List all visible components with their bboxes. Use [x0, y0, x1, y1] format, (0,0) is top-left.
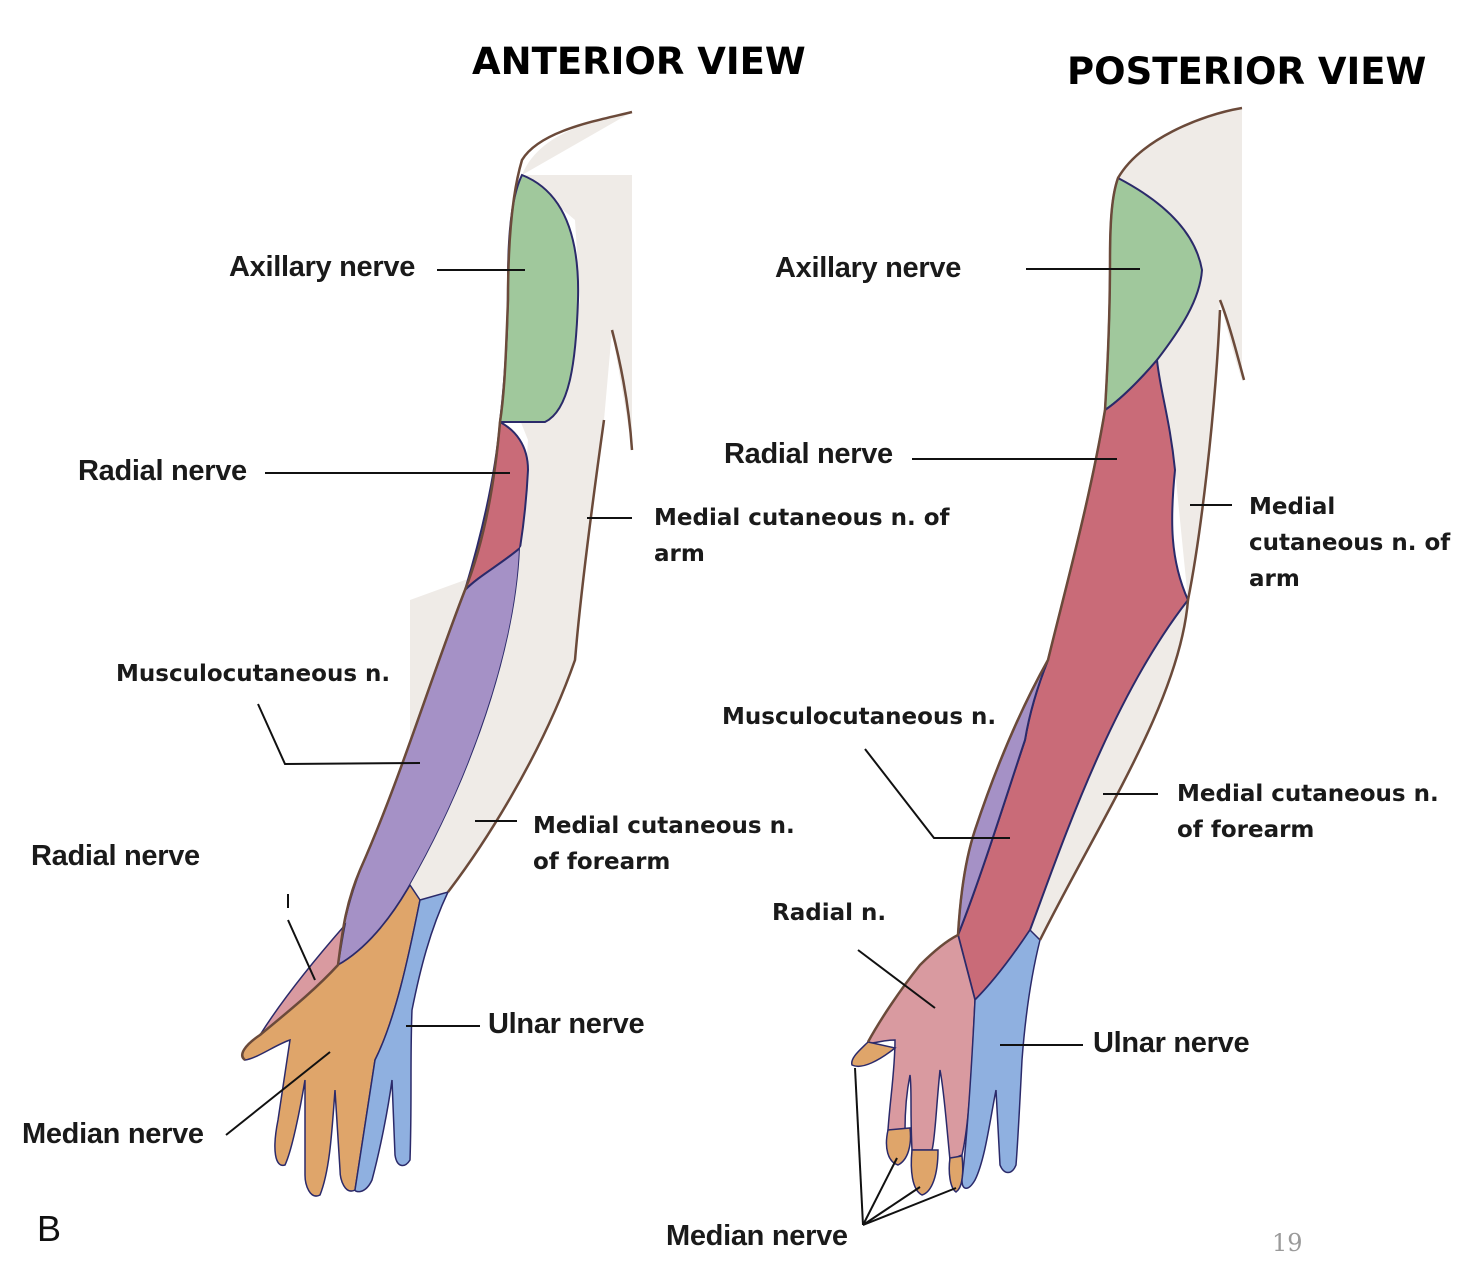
posterior-median-tip-index — [885, 1127, 912, 1166]
anterior-medial-forearm-label: Medial cutaneous n. of forearm — [533, 813, 795, 875]
anterior-medial-arm-label: Medial cutaneous n. of arm — [654, 505, 950, 567]
anterior-outline — [241, 110, 633, 1062]
anterior-ulnar-region — [354, 890, 450, 1193]
anterior-axillary-label: Axillary nerve — [229, 251, 416, 283]
posterior-musculocutaneous-label: Musculocutaneous n. — [722, 704, 997, 730]
posterior-outline — [866, 106, 1243, 1043]
leader-post-median-4 — [862, 1187, 957, 1226]
posterior-view-heading: POSTERIOR VIEW — [1067, 50, 1427, 93]
posterior-median-tip-middle — [910, 1149, 939, 1196]
figure-letter: B — [37, 1208, 62, 1249]
posterior-ulnar-region — [961, 928, 1041, 1189]
posterior-radial-hand-label: Radial n. — [772, 900, 887, 926]
posterior-arm — [851, 106, 1246, 1196]
anterior-musculocutaneous-label: Musculocutaneous n. — [116, 661, 391, 687]
posterior-medial-arm-label: Medial cutaneous n. of arm — [1249, 494, 1451, 592]
anterior-arm — [241, 110, 634, 1197]
leader-ant-radial-lower — [287, 919, 316, 981]
posterior-skin-region — [1030, 108, 1242, 940]
leader-post-median-2 — [862, 1157, 898, 1226]
posterior-ulnar-label: Ulnar nerve — [1093, 1027, 1250, 1059]
posterior-outline-medial — [1038, 299, 1246, 941]
leader-post-median-1 — [854, 1067, 864, 1226]
leader-ant-median — [225, 1051, 331, 1136]
anterior-ulnar-label: Ulnar nerve — [488, 1008, 645, 1040]
anterior-median-label: Median nerve — [22, 1118, 204, 1150]
leader-lines — [225, 268, 1232, 1226]
leader-post-median-3 — [862, 1186, 921, 1226]
posterior-median-tip-ring — [948, 1155, 964, 1193]
anterior-radial-upper-label: Radial nerve — [78, 455, 247, 487]
anterior-outline-medial — [447, 329, 634, 893]
posterior-median-label: Median nerve — [666, 1220, 848, 1252]
leader-ant-musculocutaneous — [257, 703, 421, 766]
anterior-radial-lower-label: Radial nerve — [31, 840, 200, 872]
posterior-median-tip-thumb — [851, 1041, 897, 1067]
leader-post-radial-hand — [857, 949, 936, 1009]
anterior-view-heading: ANTERIOR VIEW — [472, 40, 806, 83]
leader-post-musculocutaneous — [864, 748, 1010, 839]
posterior-axillary-label: Axillary nerve — [775, 252, 962, 284]
posterior-radial-label: Radial nerve — [724, 438, 893, 470]
anterior-medial-forearm-region — [410, 420, 604, 905]
page-number: 19 — [1272, 1229, 1303, 1257]
posterior-medial-forearm-label: Medial cutaneous n. of forearm — [1177, 781, 1439, 843]
